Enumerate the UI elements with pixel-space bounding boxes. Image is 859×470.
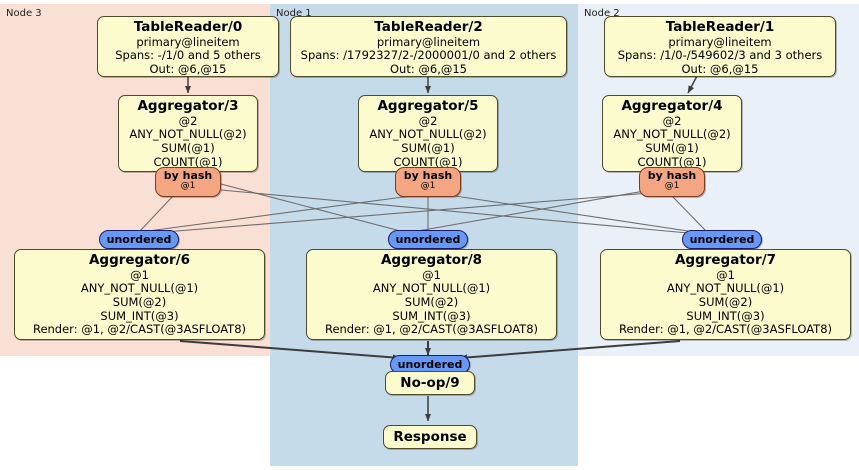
aggregator-5-func-2: SUM(@1) — [401, 141, 455, 156]
aggregator-6-render: Render: @1, @2/CAST(@3ASFLOAT8) — [32, 322, 247, 337]
no-op-9-label: No-op/9 — [400, 375, 460, 391]
table-reader-1-box[interactable]: TableReader/1 primary@lineitem Spans: /1… — [604, 16, 836, 77]
hash-router-4-key: @1 — [664, 181, 680, 192]
aggregator-6-func-1: ANY_NOT_NULL(@1) — [80, 281, 199, 296]
node-panel-label-node3: Node 3 — [6, 8, 42, 19]
response-box[interactable]: Response — [383, 425, 477, 449]
aggregator-5-func-1: ANY_NOT_NULL(@2) — [369, 127, 487, 142]
table-reader-0-box[interactable]: TableReader/0 primary@lineitem Spans: -/… — [97, 16, 279, 77]
table-reader-0-title: TableReader/0 — [133, 19, 243, 35]
aggregator-5-title: Aggregator/5 — [377, 98, 479, 114]
unordered-receiver-9[interactable]: unordered — [390, 355, 470, 374]
hash-router-5-key: @1 — [420, 181, 436, 192]
hash-router-3[interactable]: by hash @1 — [155, 167, 221, 197]
aggregator-4-func-3: COUNT(@1) — [637, 154, 707, 169]
response-label: Response — [393, 429, 467, 445]
table-reader-0-source: primary@lineitem — [136, 34, 240, 49]
unordered-receiver-6[interactable]: unordered — [99, 230, 179, 249]
aggregator-6-title: Aggregator/6 — [88, 252, 191, 268]
aggregator-8-func-1: ANY_NOT_NULL(@1) — [372, 281, 491, 296]
table-reader-1-title: TableReader/1 — [665, 19, 775, 35]
aggregator-4-func-2: SUM(@1) — [645, 141, 699, 156]
table-reader-2-source: primary@lineitem — [376, 34, 481, 49]
aggregator-3-box[interactable]: Aggregator/3 @2 ANY_NOT_NULL(@2) SUM(@1)… — [118, 95, 258, 172]
aggregator-6-box[interactable]: Aggregator/6 @1 ANY_NOT_NULL(@1) SUM(@2)… — [14, 249, 265, 340]
aggregator-3-group: @2 — [178, 113, 198, 128]
hash-router-5-label: by hash — [403, 169, 453, 182]
aggregator-7-render: Render: @1, @2/CAST(@3ASFLOAT8) — [618, 322, 833, 337]
aggregator-4-box[interactable]: Aggregator/4 @2 ANY_NOT_NULL(@2) SUM(@1)… — [602, 95, 742, 172]
aggregator-8-box[interactable]: Aggregator/8 @1 ANY_NOT_NULL(@1) SUM(@2)… — [306, 249, 557, 340]
table-reader-1-out: Out: @6,@15 — [681, 62, 759, 77]
unordered-receiver-7[interactable]: unordered — [682, 230, 762, 249]
aggregator-4-group: @2 — [662, 113, 682, 128]
hash-router-4-label: by hash — [647, 169, 697, 182]
aggregator-7-func-2: SUM(@2) — [698, 295, 753, 310]
aggregator-3-func-2: SUM(@1) — [161, 141, 215, 156]
aggregator-4-func-1: ANY_NOT_NULL(@2) — [613, 127, 731, 142]
hash-router-3-key: @1 — [180, 181, 196, 192]
aggregator-8-render: Render: @1, @2/CAST(@3ASFLOAT8) — [324, 322, 539, 337]
aggregator-5-group: @2 — [418, 113, 438, 128]
aggregator-7-title: Aggregator/7 — [674, 252, 777, 268]
aggregator-3-func-1: ANY_NOT_NULL(@2) — [129, 127, 247, 142]
aggregator-8-func-3: SUM_INT(@3) — [392, 308, 471, 323]
hash-router-3-label: by hash — [163, 169, 213, 182]
hash-router-5[interactable]: by hash @1 — [395, 167, 461, 197]
aggregator-5-box[interactable]: Aggregator/5 @2 ANY_NOT_NULL(@2) SUM(@1)… — [358, 95, 498, 172]
table-reader-2-title: TableReader/2 — [374, 19, 483, 35]
aggregator-7-func-1: ANY_NOT_NULL(@1) — [666, 281, 785, 296]
unordered-receiver-8[interactable]: unordered — [388, 230, 468, 249]
no-op-9-box[interactable]: No-op/9 — [385, 371, 475, 395]
node-panel-label-node1: Node 1 — [276, 8, 312, 19]
table-reader-0-spans: Spans: -/1/0 and 5 others — [115, 48, 261, 63]
aggregator-6-func-3: SUM_INT(@3) — [100, 308, 179, 323]
hash-router-4[interactable]: by hash @1 — [639, 167, 705, 197]
aggregator-8-title: Aggregator/8 — [380, 252, 483, 268]
aggregator-8-group: @1 — [422, 267, 441, 282]
aggregator-8-func-2: SUM(@2) — [404, 295, 459, 310]
aggregator-7-box[interactable]: Aggregator/7 @1 ANY_NOT_NULL(@1) SUM(@2)… — [600, 249, 851, 340]
node-panel-label-node2: Node 2 — [584, 8, 620, 19]
aggregator-3-func-3: COUNT(@1) — [153, 154, 223, 169]
table-reader-1-source: primary@lineitem — [668, 34, 772, 49]
table-reader-2-box[interactable]: TableReader/2 primary@lineitem Spans: /1… — [290, 16, 567, 77]
aggregator-7-func-3: SUM_INT(@3) — [686, 308, 765, 323]
table-reader-0-out: Out: @6,@15 — [149, 62, 227, 77]
aggregator-5-func-3: COUNT(@1) — [393, 154, 463, 169]
aggregator-4-title: Aggregator/4 — [621, 98, 723, 114]
aggregator-6-group: @1 — [130, 267, 149, 282]
table-reader-2-spans: Spans: /1792327/2-/2000001/0 and 2 other… — [300, 48, 557, 63]
table-reader-2-out: Out: @6,@15 — [390, 62, 467, 77]
table-reader-1-spans: Spans: /1/0-/549602/3 and 3 others — [617, 48, 823, 63]
aggregator-7-group: @1 — [716, 267, 735, 282]
aggregator-3-title: Aggregator/3 — [137, 98, 239, 114]
aggregator-6-func-2: SUM(@2) — [112, 295, 167, 310]
